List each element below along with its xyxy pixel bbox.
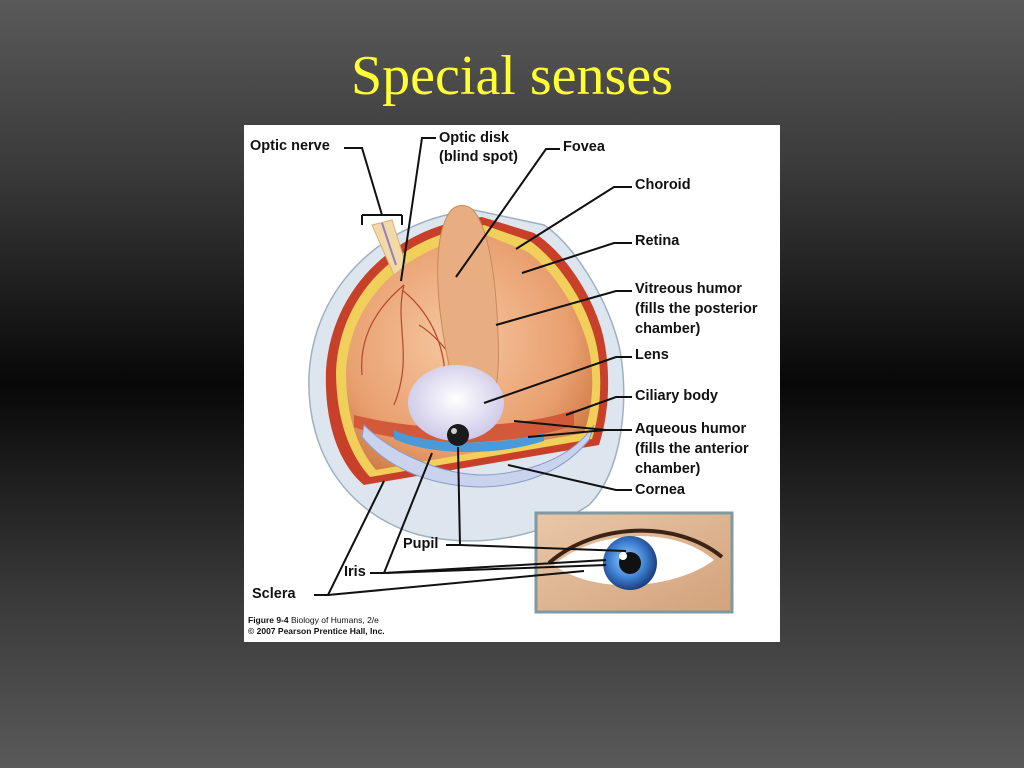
label-vitreous-humor: Vitreous humor [635,281,742,297]
caption-book: Biology of Humans, 2/e [291,615,379,625]
caption-figure-number: Figure 9-4 [248,615,289,625]
label-vitreous-line-2: (fills the posterior [635,301,758,317]
label-optic-nerve: Optic nerve [250,138,330,154]
label-aqueous-humor: Aqueous humor [635,421,747,437]
label-lens: Lens [635,347,669,363]
lens [408,365,504,441]
label-ciliary-body: Ciliary body [635,388,718,404]
figure-caption: Figure 9-4 Biology of Humans, 2/e © 2007… [248,615,385,637]
pupil [447,424,469,446]
eye-diagram [308,137,734,614]
label-fovea: Fovea [563,139,605,155]
label-pupil: Pupil [403,536,439,552]
label-iris: Iris [344,564,366,580]
eye-anatomy-figure: Optic nerve Optic disk (blind spot) Fove… [244,125,780,642]
label-blind-spot: (blind spot) [439,149,518,165]
label-optic-disk: Optic disk [439,130,510,146]
label-cornea: Cornea [635,482,685,498]
label-choroid: Choroid [635,177,691,193]
slide-title: Special senses [351,45,673,107]
iris [394,430,544,453]
label-aqueous-line-3: chamber) [635,461,701,477]
label-retina: Retina [635,233,680,249]
optic-nerve [371,219,407,276]
leader-lines [314,137,632,596]
label-vitreous-line-3: chamber) [635,321,701,337]
label-sclera: Sclera [252,586,296,602]
caption-copyright: © 2007 Pearson Prentice Hall, Inc. [248,626,385,636]
label-aqueous-line-2: (fills the anterior [635,441,749,457]
